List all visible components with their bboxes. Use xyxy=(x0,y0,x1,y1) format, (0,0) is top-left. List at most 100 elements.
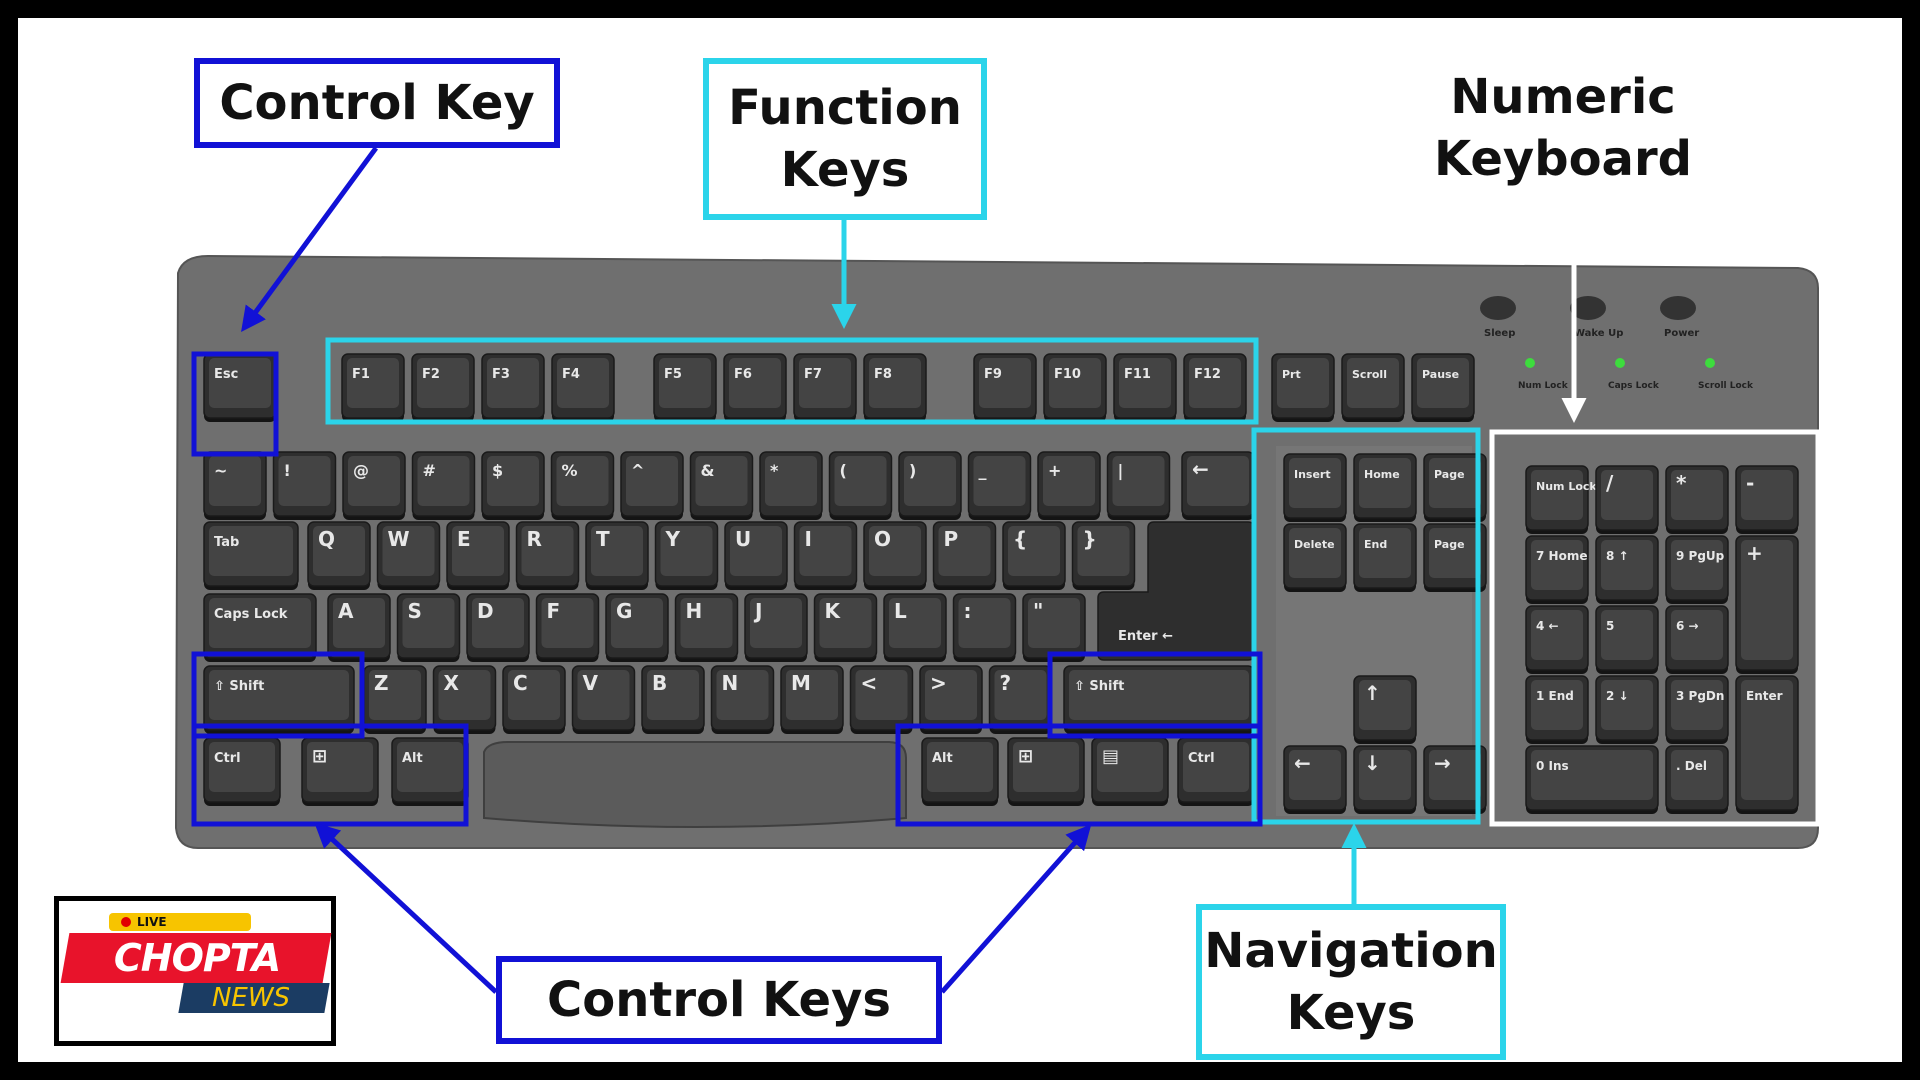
key-8-asdf[interactable]: K xyxy=(813,593,878,662)
key-numpad-1[interactable]: 1 End xyxy=(1525,675,1589,744)
key-caps-lock[interactable]: Caps Lock xyxy=(203,593,317,662)
key-f5[interactable]: F5 xyxy=(653,353,717,422)
key-number-row-10[interactable]: ( xyxy=(828,451,893,520)
key-f4[interactable]: F4 xyxy=(551,353,615,422)
key-4-qwerty[interactable]: R xyxy=(515,521,580,590)
key-f9[interactable]: F9 xyxy=(973,353,1037,422)
key-nav-1[interactable]: Insert xyxy=(1283,453,1347,522)
key-numpad-3[interactable]: 3 PgDn xyxy=(1665,675,1729,744)
key-nav-2[interactable]: Home xyxy=(1353,453,1417,522)
key-9-zxcv[interactable]: > xyxy=(919,665,983,734)
key-tab[interactable]: Tab xyxy=(203,521,299,590)
key-esc[interactable]: Esc xyxy=(203,353,277,422)
indicator-button-1[interactable] xyxy=(1480,296,1516,320)
key-numpad-top-1[interactable]: Num Lock xyxy=(1525,465,1597,534)
key-numpad-8[interactable]: 8 ↑ xyxy=(1595,535,1659,604)
key-12-qwerty[interactable]: } xyxy=(1071,521,1136,590)
key-left-shift[interactable]: ⇧ Shift xyxy=(203,665,355,734)
key-f2[interactable]: F2 xyxy=(411,353,475,422)
key-3-zxcv[interactable]: C xyxy=(502,665,566,734)
key-nav-6[interactable]: Page xyxy=(1423,523,1487,592)
key-left-alt[interactable]: Alt xyxy=(391,737,469,806)
key-6-asdf[interactable]: H xyxy=(674,593,739,662)
key-nav-3[interactable]: Page xyxy=(1423,453,1487,522)
key-number-row-9[interactable]: * xyxy=(759,451,823,520)
key-5-asdf[interactable]: G xyxy=(605,593,669,662)
key-1-qwerty[interactable]: Q xyxy=(307,521,371,590)
key-arrow-left[interactable]: ← xyxy=(1283,745,1347,814)
key-backspace[interactable]: ← xyxy=(1181,451,1255,520)
key-number-row-2[interactable]: ! xyxy=(272,451,337,520)
key-7-zxcv[interactable]: M xyxy=(780,665,844,734)
key-right-alt[interactable]: Alt xyxy=(921,737,999,806)
key-numpad-top-2[interactable]: / xyxy=(1595,465,1659,534)
key-numpad-4[interactable]: 4 ← xyxy=(1525,605,1589,674)
key-menu[interactable]: ▤ xyxy=(1091,737,1169,806)
key-f6[interactable]: F6 xyxy=(723,353,787,422)
key-number-row-7[interactable]: ^ xyxy=(620,451,684,520)
key-left-windows[interactable]: ⊞ xyxy=(301,737,379,806)
indicator-button-2[interactable] xyxy=(1570,296,1606,320)
key-2-asdf[interactable]: S xyxy=(396,593,461,662)
key-right-ctrl[interactable]: Ctrl xyxy=(1177,737,1255,806)
key-right-windows[interactable]: ⊞ xyxy=(1007,737,1085,806)
key-arrow-right[interactable]: → xyxy=(1423,745,1487,814)
key-number-row-1[interactable]: ~ xyxy=(203,451,267,520)
key-8-zxcv[interactable]: < xyxy=(849,665,914,734)
key-arrow-down[interactable]: ↓ xyxy=(1353,745,1417,814)
key-3-asdf[interactable]: D xyxy=(466,593,530,662)
key-f1[interactable]: F1 xyxy=(341,353,405,422)
key-system-3[interactable]: Pause xyxy=(1411,353,1475,422)
key-numpad-dot[interactable]: . Del xyxy=(1665,745,1729,814)
key-2-zxcv[interactable]: X xyxy=(432,665,497,734)
key-numpad-plus[interactable]: + xyxy=(1735,535,1799,674)
key-numpad-zero[interactable]: 0 Ins xyxy=(1525,745,1659,814)
key-11-qwerty[interactable]: { xyxy=(1002,521,1066,590)
key-number-row-12[interactable]: _ xyxy=(967,451,1032,520)
key-8-qwerty[interactable]: I xyxy=(793,521,858,590)
key-f11[interactable]: F11 xyxy=(1113,353,1177,422)
key-numpad-enter[interactable]: Enter xyxy=(1735,675,1799,814)
key-numpad-6[interactable]: 6 → xyxy=(1665,605,1729,674)
indicator-button-3[interactable] xyxy=(1660,296,1696,320)
key-f12[interactable]: F12 xyxy=(1183,353,1247,422)
key-numpad-5[interactable]: 5 xyxy=(1595,605,1659,674)
key-numpad-2[interactable]: 2 ↓ xyxy=(1595,675,1659,744)
key-7-asdf[interactable]: J xyxy=(744,593,808,662)
key-6-zxcv[interactable]: N xyxy=(710,665,775,734)
key-space[interactable] xyxy=(483,741,907,828)
key-numpad-9[interactable]: 9 PgUp xyxy=(1665,535,1729,604)
key-system-1[interactable]: Prt xyxy=(1271,353,1335,422)
key-numpad-top-4[interactable]: - xyxy=(1735,465,1799,534)
key-5-qwerty[interactable]: T xyxy=(585,521,649,590)
key-10-zxcv[interactable]: ? xyxy=(988,665,1053,734)
key-4-zxcv[interactable]: V xyxy=(571,665,636,734)
key-left-ctrl[interactable]: Ctrl xyxy=(203,737,281,806)
key-nav-5[interactable]: End xyxy=(1353,523,1417,592)
key-f8[interactable]: F8 xyxy=(863,353,927,422)
key-10-qwerty[interactable]: P xyxy=(932,521,997,590)
key-9-qwerty[interactable]: O xyxy=(863,521,927,590)
key-number-row-6[interactable]: % xyxy=(550,451,615,520)
key-numpad-7[interactable]: 7 Home xyxy=(1525,535,1589,604)
key-1-zxcv[interactable]: Z xyxy=(363,665,427,734)
key-f10[interactable]: F10 xyxy=(1043,353,1107,422)
key-number-row-5[interactable]: $ xyxy=(481,451,545,520)
key-6-qwerty[interactable]: Y xyxy=(654,521,719,590)
key-7-qwerty[interactable]: U xyxy=(724,521,788,590)
key-10-asdf[interactable]: : xyxy=(952,593,1017,662)
key-arrow-up[interactable]: ↑ xyxy=(1353,675,1417,744)
key-right-shift[interactable]: ⇧ Shift xyxy=(1063,665,1255,734)
key-9-asdf[interactable]: L xyxy=(883,593,947,662)
key-11-asdf[interactable]: " xyxy=(1022,593,1086,662)
key-number-row-3[interactable]: @ xyxy=(342,451,406,520)
key-f7[interactable]: F7 xyxy=(793,353,857,422)
key-number-row-11[interactable]: ) xyxy=(898,451,962,520)
key-number-row-4[interactable]: # xyxy=(411,451,476,520)
key-nav-4[interactable]: Delete xyxy=(1283,523,1347,592)
key-1-asdf[interactable]: A xyxy=(327,593,391,662)
key-number-row-14[interactable]: | xyxy=(1106,451,1171,520)
key-5-zxcv[interactable]: B xyxy=(641,665,705,734)
key-4-asdf[interactable]: F xyxy=(535,593,600,662)
key-system-2[interactable]: Scroll xyxy=(1341,353,1405,422)
